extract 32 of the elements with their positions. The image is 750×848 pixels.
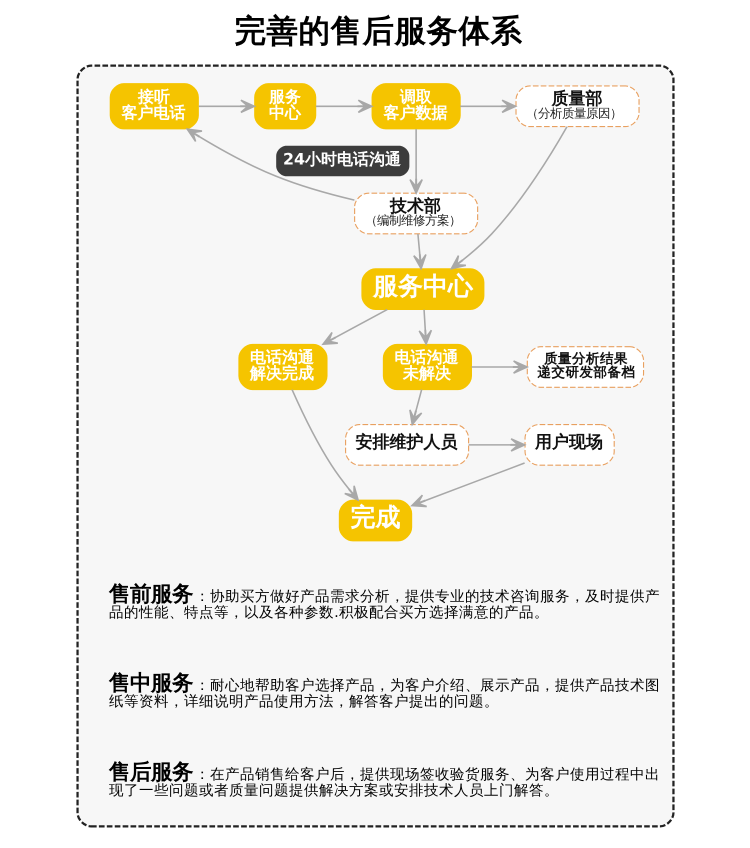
node-box: 调取客户数据 <box>371 83 460 130</box>
node-box: 技术部 （编制维修方案） <box>354 192 478 234</box>
node-box: 完成 <box>338 500 412 542</box>
node-box: 电话沟通解决完成 <box>238 344 328 390</box>
arrow <box>468 438 525 452</box>
arrow <box>408 389 422 426</box>
diagram-title: 完善的售后服务体系 <box>234 13 522 50</box>
arrow <box>315 99 372 114</box>
arrow <box>471 360 528 374</box>
arrow <box>290 389 358 501</box>
label: 售中服务：耐心地帮助客户选择产品，为客户介绍、展示产品，提供产品技术图纸等资料，详细说明产品使用方法，解答客户提出的问题。 <box>108 671 660 710</box>
arrow <box>408 129 423 194</box>
node-box: 用户现场 <box>524 424 614 466</box>
cluster <box>76 64 674 828</box>
arrow <box>186 128 354 201</box>
arrow <box>322 308 388 346</box>
node-box: 质量分析结果递交研发部备档 <box>526 346 644 388</box>
arrow <box>412 234 426 270</box>
node-box: 电话沟通未解决 <box>382 344 472 390</box>
label: 售后服务：在产品销售给客户后，提供现场签收验货服务、为客户使用过程中出现了一些问题或者质量问题提供解决方案或安排技术人员上门解答。 <box>108 760 660 800</box>
node-box: 服务中心 <box>254 83 316 130</box>
arrow <box>410 462 524 508</box>
arrow <box>450 126 568 270</box>
arrow <box>418 310 432 345</box>
arrow <box>460 99 516 114</box>
arrow <box>198 99 255 114</box>
node-box: 接听客户电话 <box>109 83 198 130</box>
node-box: 安排维护人员 <box>344 424 469 466</box>
node-box: 服务中心 <box>360 268 484 310</box>
label: 售前服务：协助买方做好产品需求分析，提供专业的技术咨询服务，及时提供产品的性能、特点等，以及各种参数.积极配合买方选择满意的产品。 <box>108 582 660 621</box>
node-box: 质量部 （分析质量原因） <box>514 85 640 128</box>
edge-label: 24小时电话沟通 <box>282 150 400 169</box>
